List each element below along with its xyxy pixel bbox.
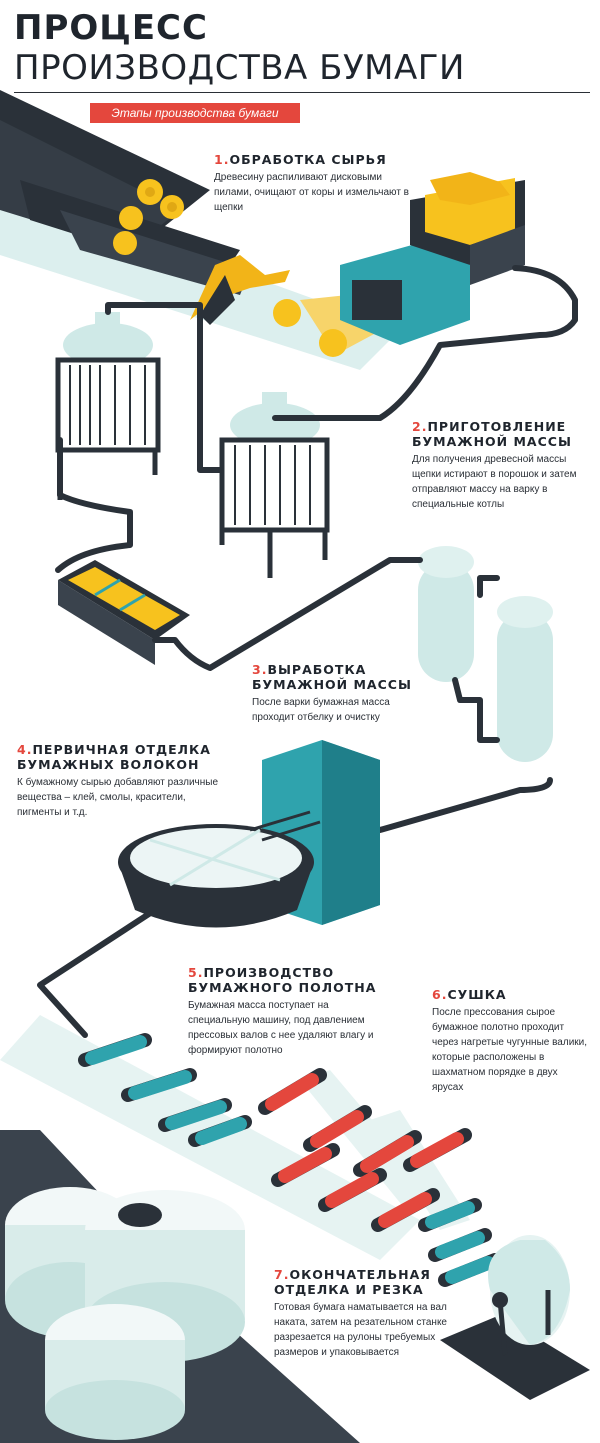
dryer-rollers [258,1068,502,1287]
subtitle-ribbon: Этапы производства бумаги [90,103,300,123]
step-6-text: После прессования сырое бумажное полотно… [432,1007,588,1093]
step-1-title: ОБРАБОТКА СЫРЬЯ [229,152,387,167]
step-7-number: 7. [274,1267,290,1282]
step-4: 4.ПЕРВИЧНАЯ ОТДЕЛКА БУМАЖНЫХ ВОЛОКОН К б… [17,742,232,820]
step-4-title: ПЕРВИЧНАЯ ОТДЕЛКА БУМАЖНЫХ ВОЛОКОН [17,742,211,772]
step-6-title: СУШКА [447,987,507,1002]
step-6: 6.СУШКА После прессования сырое бумажное… [432,987,590,1095]
step-3-text: После варки бумажная масса проходит отбе… [252,697,390,723]
mixing-vat [118,740,380,928]
press-rollers [78,1033,252,1147]
pipes [37,265,578,1038]
paper-rolls [0,1130,360,1443]
digester-tanks [55,312,330,578]
chipper-illustration [340,172,525,345]
page-title-line2: ПРОИЗВОДСТВА БУМАГИ [14,48,465,88]
step-6-number: 6. [432,987,448,1002]
step-3: 3.ВЫРАБОТКА БУМАЖНОЙ МАССЫ После варки б… [252,662,427,725]
step-1-text: Древесину распиливают дисковыми пилами, … [214,172,409,213]
step-4-text: К бумажному сырью добавляют различные ве… [17,777,219,818]
step-1-number: 1. [214,152,230,167]
page-title-line1: ПРОЦЕСС [14,8,208,48]
logs-illustration [0,90,400,357]
step-2-title: ПРИГОТОВЛЕНИЕ БУМАЖНОЙ МАССЫ [412,419,572,449]
step-2-text: Для получения древесной массы щепки исти… [412,454,577,510]
step-1: 1.ОБРАБОТКА СЫРЬЯ Древесину распиливают … [214,152,414,215]
step-5: 5.ПРОИЗВОДСТВО БУМАЖНОГО ПОЛОТНА Бумажна… [188,965,383,1058]
step-5-title: ПРОИЗВОДСТВО БУМАЖНОГО ПОЛОТНА [188,965,377,995]
step-5-text: Бумажная масса поступает на специальную … [188,1000,374,1056]
step-5-number: 5. [188,965,204,980]
step-7-title: ОКОНЧАТЕЛЬНАЯ ОТДЕЛКА И РЕЗКА [274,1267,431,1297]
step-3-number: 3. [252,662,268,677]
step-7: 7.ОКОНЧАТЕЛЬНАЯ ОТДЕЛКА И РЕЗКА Готовая … [274,1267,449,1360]
step-2-number: 2. [412,419,428,434]
step-3-title: ВЫРАБОТКА БУМАЖНОЙ МАССЫ [252,662,412,692]
winding-roll [440,1235,590,1400]
step-2: 2.ПРИГОТОВЛЕНИЕ БУМАЖНОЙ МАССЫ Для получ… [412,419,592,512]
title-divider [14,92,590,93]
step-7-text: Готовая бумага наматывается на вал накат… [274,1302,447,1358]
trough-illustration [58,560,190,665]
bleach-cylinders [418,546,553,762]
step-4-number: 4. [17,742,33,757]
